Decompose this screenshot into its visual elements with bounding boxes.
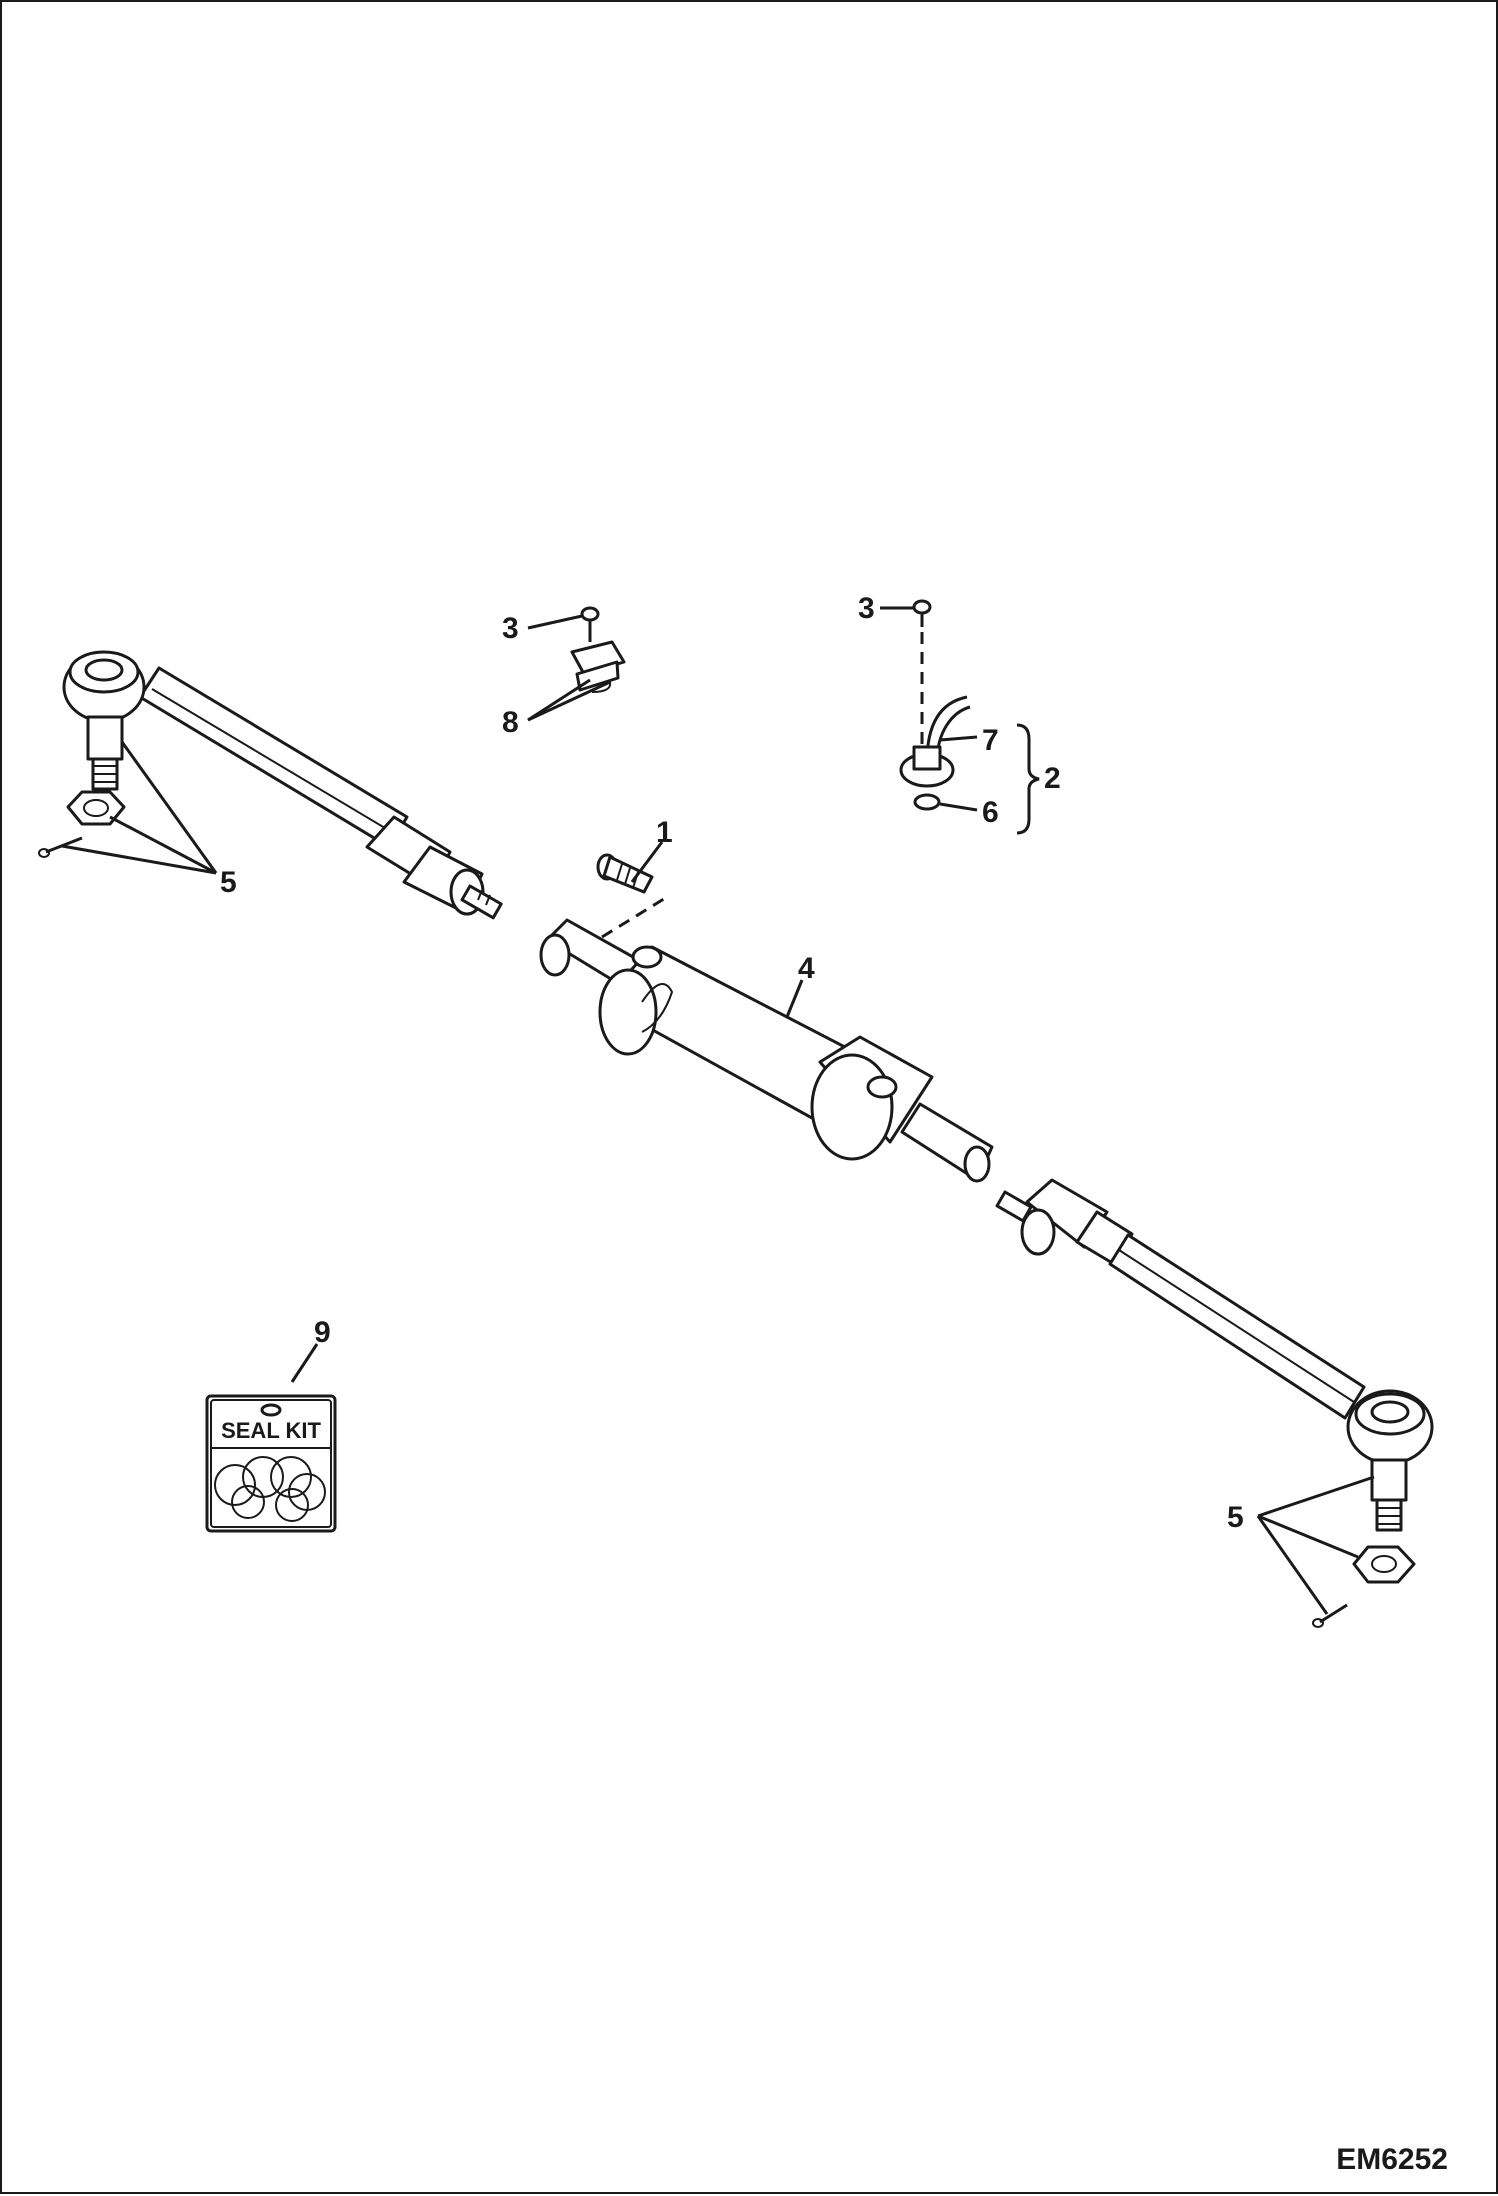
left-tie-rod (38, 650, 503, 920)
callout-5-right: 5 (1227, 1501, 1244, 1534)
callout-2: 2 (1044, 762, 1061, 795)
steering-cylinder (539, 918, 994, 1183)
seal-kit-package (205, 1394, 337, 1533)
callout-5-left: 5 (220, 866, 237, 899)
sensor-assembly (899, 599, 971, 811)
callout-3-left: 3 (502, 612, 519, 645)
bracket-clip (570, 606, 626, 693)
port-fitting (596, 853, 654, 894)
right-tie-rod (995, 1178, 1434, 1628)
callout-1: 1 (656, 816, 673, 849)
leader-lines (61, 606, 1375, 1615)
seal-kit-label: SEAL KIT (221, 1418, 321, 1443)
figure-code: EM6252 (1336, 2143, 1448, 2176)
callout-9: 9 (314, 1316, 331, 1349)
callout-6: 6 (982, 796, 999, 829)
callout-7: 7 (982, 724, 999, 757)
callout-3-right: 3 (858, 592, 875, 625)
callout-4: 4 (798, 952, 815, 985)
callout-8: 8 (502, 706, 519, 739)
